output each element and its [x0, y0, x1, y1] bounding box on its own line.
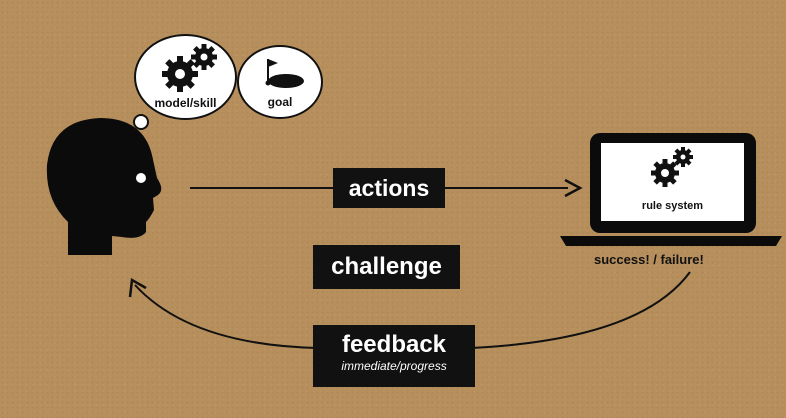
challenge-label: challenge — [313, 245, 460, 289]
feedback-box: feedback immediate/progress — [313, 325, 475, 387]
goal-label: goal — [267, 95, 293, 109]
model-skill-label: model/skill — [154, 96, 217, 110]
actions-label: actions — [333, 168, 445, 208]
feedback-curve-right — [469, 271, 691, 349]
thought-bubble-model: model/skill — [134, 34, 237, 120]
thought-dot-small — [133, 114, 149, 130]
rule-system-label: rule system — [641, 200, 704, 212]
thought-bubble-goal: goal — [237, 45, 323, 119]
outcome-label: success! / failure! — [594, 252, 704, 267]
gears-icon — [651, 147, 693, 187]
feedback-arrowhead — [128, 277, 147, 298]
actions-arrowhead — [564, 178, 583, 198]
head-eye — [136, 173, 146, 183]
feedback-label: feedback — [341, 331, 447, 358]
laptop-screen-content: rule system — [601, 143, 744, 221]
flag-hole-icon — [265, 59, 304, 88]
laptop-base — [560, 236, 782, 246]
head-silhouette — [46, 118, 162, 255]
gears-icon — [162, 44, 217, 92]
feedback-sublabel: immediate/progress — [341, 359, 447, 373]
feedback-curve-left — [134, 284, 319, 349]
